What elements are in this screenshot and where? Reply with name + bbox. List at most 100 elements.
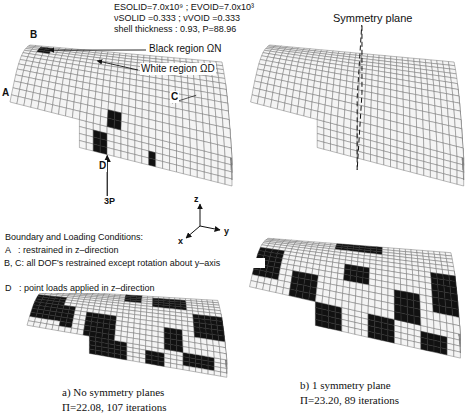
shell-skirt-cell: [371, 155, 378, 164]
shell-skirt-cell: [315, 319, 322, 327]
shell-skirt-cell: [211, 174, 218, 183]
shell-mesh-cell: [163, 114, 170, 124]
shell-mesh-cell: [423, 120, 430, 131]
shell-mesh-cell: [170, 133, 177, 144]
shell-mesh-cell: [429, 113, 436, 123]
shell-mesh-cell: [135, 125, 142, 136]
shell-skirt-cell: [108, 352, 114, 357]
shell-skirt-cell: [337, 146, 344, 155]
shell-mesh-cell: [128, 123, 135, 133]
shell-skirt-cell: [414, 342, 421, 350]
shell-mesh-cell: [263, 283, 271, 291]
shell-skirt-cell: [100, 146, 107, 155]
shell-mesh-cell: [190, 138, 197, 149]
shell-mesh-cell: [364, 123, 371, 133]
shell-skirt-cell: [127, 356, 133, 361]
shell-skirt-cell: [102, 351, 108, 356]
shell-mesh-cell: [283, 288, 291, 296]
shell-mesh-cell: [337, 116, 344, 126]
shell-mesh-cell: [276, 286, 284, 294]
shell-skirt-cell: [329, 322, 336, 329]
shell-mesh-cell: [52, 325, 59, 331]
shell-skirt-cell: [183, 167, 190, 176]
shell-skirt-cell: [384, 158, 391, 167]
shell-mesh-cell: [391, 130, 398, 141]
shell-mesh-cell: [24, 98, 32, 107]
shell-skirt-cell: [450, 176, 457, 185]
shell-skirt-cell: [362, 330, 369, 338]
shell-mesh-cell: [142, 126, 149, 137]
shell-mesh-cell: [108, 334, 115, 340]
shell-mesh-cell: [317, 111, 324, 121]
shell-skirt-cell: [183, 365, 189, 370]
shell-skirt-cell: [128, 153, 135, 162]
shell-skirt-cell: [355, 328, 362, 335]
shell-skirt-cell: [189, 367, 195, 372]
shell-mesh-cell: [158, 342, 164, 349]
shell-mesh-cell: [171, 345, 177, 352]
shell-mesh-cell: [58, 326, 65, 332]
shell-skirt-cell: [204, 172, 211, 181]
shell-mesh-cell: [289, 289, 297, 297]
shell-skirt-cell: [202, 369, 208, 375]
shell-skirt-cell: [86, 142, 93, 151]
shell-skirt-cell: [114, 149, 121, 158]
shell-skirt-cell: [351, 149, 358, 158]
shell-skirt-cell: [135, 155, 142, 164]
shell-mesh-cell: [357, 121, 364, 131]
shell-mesh-cell: [121, 336, 128, 342]
shell-mesh-cell: [309, 293, 316, 301]
shell-mesh-cell: [224, 146, 232, 158]
shell-mesh-cell: [311, 110, 318, 120]
shell-mesh-cell: [351, 120, 358, 130]
shell-mesh-cell: [114, 120, 121, 130]
shell-mesh-cell: [216, 126, 223, 137]
shell-skirt-cell: [444, 174, 451, 183]
shell-mesh-cell: [89, 331, 96, 337]
shell-mesh-cell: [183, 136, 190, 147]
shell-mesh-cell: [269, 285, 277, 293]
shell-mesh-cell: [71, 328, 78, 334]
shell-skirt-cell: [152, 360, 158, 365]
shell-mesh-cell: [197, 140, 204, 151]
shell-mesh-cell: [371, 125, 378, 136]
shell-mesh-cell: [59, 107, 67, 117]
shell-skirt-cell: [96, 350, 102, 355]
shell-skirt-cell: [397, 162, 404, 171]
shell-mesh-cell: [224, 137, 232, 148]
shell-mesh-cell: [410, 135, 417, 146]
shell-skirt-cell: [190, 169, 197, 178]
shell-skirt-cell: [208, 370, 214, 375]
shell-skirt-cell: [142, 156, 149, 165]
shell-mesh-cell: [46, 324, 53, 330]
shell-skirt-cell: [417, 167, 424, 176]
shell-end-cell: [226, 363, 228, 374]
shell-skirt-cell: [197, 170, 204, 179]
shell-skirt-cell: [375, 333, 382, 341]
shell-skirt-cell: [177, 364, 183, 369]
shell-skirt-cell: [348, 327, 355, 334]
shell-skirt-cell: [146, 359, 152, 364]
shell-skirt-cell: [427, 345, 434, 352]
shell-mesh-cell: [164, 344, 170, 351]
shell-skirt-cell: [457, 177, 464, 186]
shell-mesh-cell: [430, 140, 437, 151]
shell-mesh-cell: [127, 337, 133, 343]
shell-skirt-cell: [218, 176, 225, 185]
shell-mesh-cell: [201, 350, 208, 357]
shell-mesh-cell: [102, 333, 109, 339]
shell-skirt-cell: [107, 148, 114, 157]
shell-mesh-cell: [86, 113, 94, 123]
shell-mesh-cell: [297, 107, 305, 117]
shell-skirt-cell: [408, 340, 415, 347]
shell-mesh-cell: [397, 131, 404, 142]
shell-skirt-cell: [404, 163, 411, 172]
shell-skirt-cell: [221, 372, 227, 377]
shell-skirt-cell: [335, 324, 342, 331]
shell-skirt-cell: [158, 361, 164, 367]
shell-mesh-cell: [183, 347, 189, 354]
shell-mesh-cell: [196, 113, 203, 123]
shell-mesh-cell: [66, 108, 74, 118]
shell-skirt-cell: [324, 142, 331, 151]
